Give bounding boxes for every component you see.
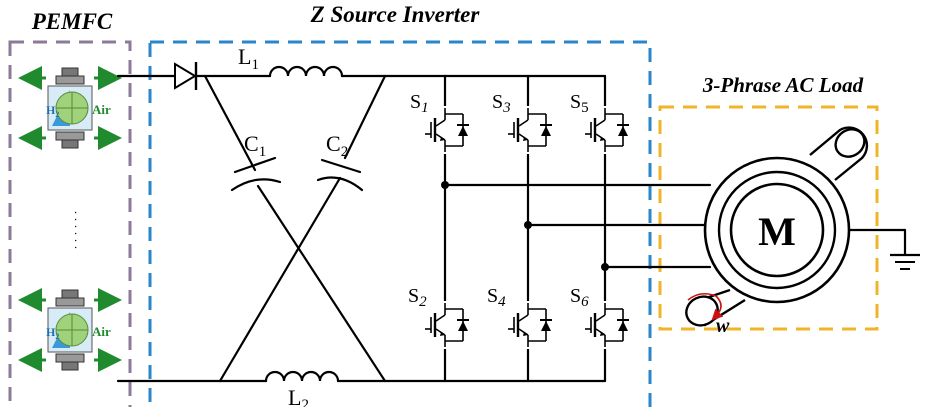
label-c1: C1 [244, 131, 266, 160]
pemfc-box [8, 40, 132, 407]
label-l1: L1 [238, 44, 259, 73]
label-s4: S4 [487, 285, 506, 310]
svg-text:Air: Air [92, 102, 111, 117]
zsource-box [148, 40, 652, 407]
switch-s6 [583, 301, 631, 349]
motor [685, 126, 920, 327]
load-title: 3-Phrase AC Load [702, 73, 864, 97]
switch-s4 [506, 301, 554, 349]
fuel-cell-bottom: H2 Air [30, 290, 111, 370]
load-box [658, 105, 879, 331]
label-s5: S5 [570, 91, 589, 116]
inductor-l1 [268, 65, 344, 78]
label-s2: S2 [408, 285, 427, 310]
label-s1: S1 [410, 91, 429, 116]
label-s3: S3 [492, 91, 511, 116]
switch-s3 [506, 106, 554, 154]
fuel-cell-top: H2 Air [30, 68, 111, 148]
pemfc-title: PEMFC [31, 9, 113, 34]
z-network [203, 74, 447, 383]
rotation-arrow [687, 292, 724, 321]
label-c2: C2 [326, 131, 348, 160]
motor-label: M [758, 209, 796, 254]
switch-s1 [423, 106, 471, 154]
phase-wires [441, 181, 712, 271]
speed-label: w [716, 315, 730, 337]
inductor-l2 [264, 370, 340, 383]
switch-s2 [423, 301, 471, 349]
switch-s5 [583, 106, 631, 154]
stack-ellipsis: · · · · · · [69, 211, 83, 250]
svg-text:H2: H2 [46, 325, 59, 341]
svg-text:Air: Air [92, 324, 111, 339]
label-l2: L2 [288, 385, 309, 407]
input-diode [158, 62, 272, 90]
label-s6: S6 [570, 285, 589, 310]
svg-text:H2: H2 [46, 103, 59, 119]
zsource-title: Z Source Inverter [310, 2, 481, 27]
